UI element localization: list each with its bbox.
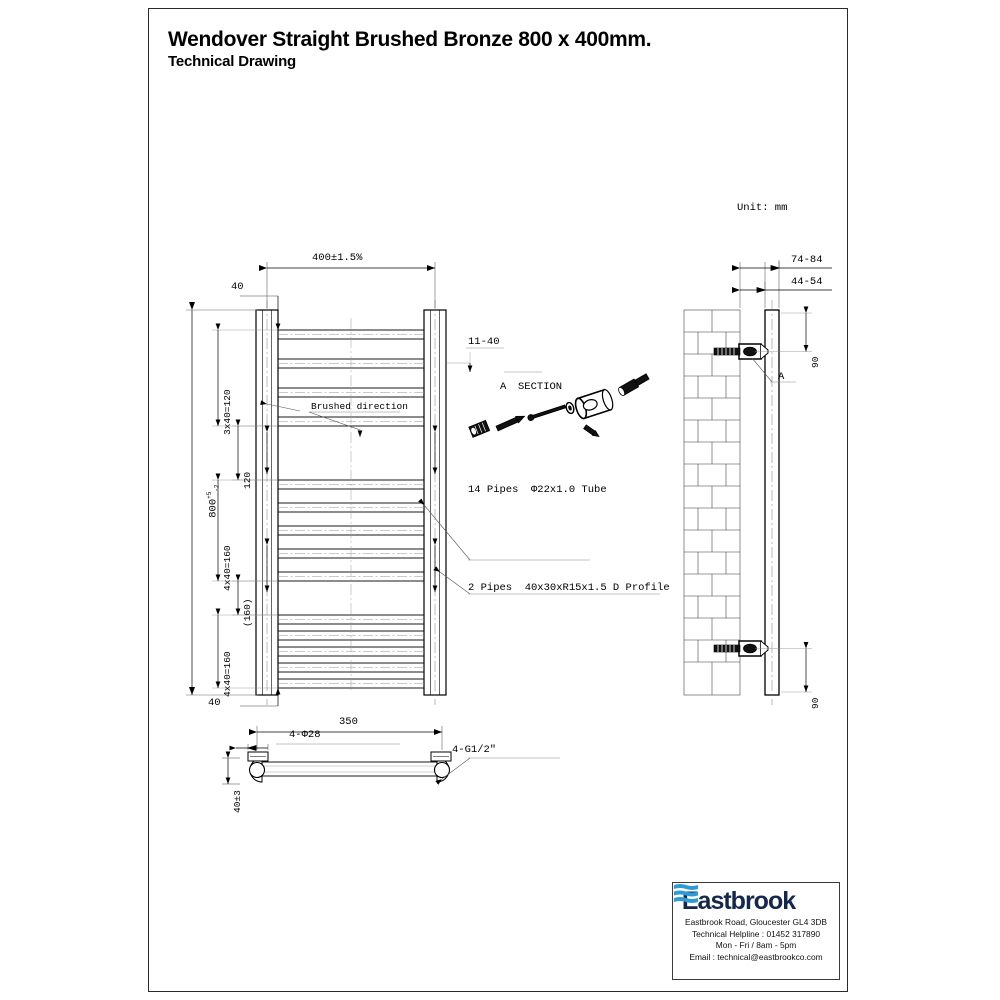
bar-count-label: 11-40 [468,336,500,348]
brand-name: Eastbrook [681,887,796,915]
plan-hole-note-label: 4-Φ28 [289,729,321,741]
footer-email: Email : technical@eastbrookco.com [689,951,823,962]
side-outer-dimension-label: 74-84 [791,254,823,266]
unit-note: Unit: mm [737,202,788,214]
gap1-dimension-label: 120 [242,471,253,489]
profile-note-label: 2 Pipes 40x30xR15x1.5 D Profile [468,582,670,594]
top-offset-label: 40 [231,281,244,293]
pipes-note-label: 14 Pipes Φ22x1.0 Tube [468,484,607,496]
height-value: 800 [207,498,220,518]
group1-dimension-label: 3x40=120 [222,389,233,435]
height-tolerance-upper: +5 [206,491,213,499]
side-callout-letter: A [778,371,785,383]
bottom-offset-label: 40 [208,697,221,709]
footer-helpline: Technical Helpline : 01452 317890 [691,928,821,939]
group3-dimension-label: 4x40=160 [222,651,233,697]
height-tolerance-lower: -2 [213,484,221,492]
width-dimension-label: 400±1.5% [312,252,363,264]
bracket-bottom-dimension-label: 90 [810,697,821,709]
section-callout-letter: A [500,381,507,393]
side-inner-dimension-label: 44-54 [791,276,823,288]
plan-thread-note-label: 4-G1/2″ [452,744,497,756]
section-label: SECTION [518,381,563,393]
brand-footer: Eastbrook Eastbrook Road, Gloucester GL4… [672,882,840,980]
brand-row: Eastbrook [673,883,839,914]
page-title: Wendover Straight Brushed Bronze 800 x 4… [168,28,652,51]
eastbrook-logo-icon [674,884,830,912]
group2-dimension-label: 4x40=160 [222,545,233,591]
bracket-top-dimension-label: 90 [810,356,821,368]
page-subtitle: Technical Drawing [168,53,297,70]
footer-hours: Mon - Fri / 8am - 5pm [715,940,797,950]
plan-depth-label: 40±3 [232,790,243,813]
plan-length-label: 350 [339,716,358,728]
footer-address: Eastbrook Road, Gloucester GL4 3DB [685,917,827,927]
gap2-dimension-label: (160) [242,598,253,627]
brushed-direction-label: Brushed direction [311,401,408,412]
